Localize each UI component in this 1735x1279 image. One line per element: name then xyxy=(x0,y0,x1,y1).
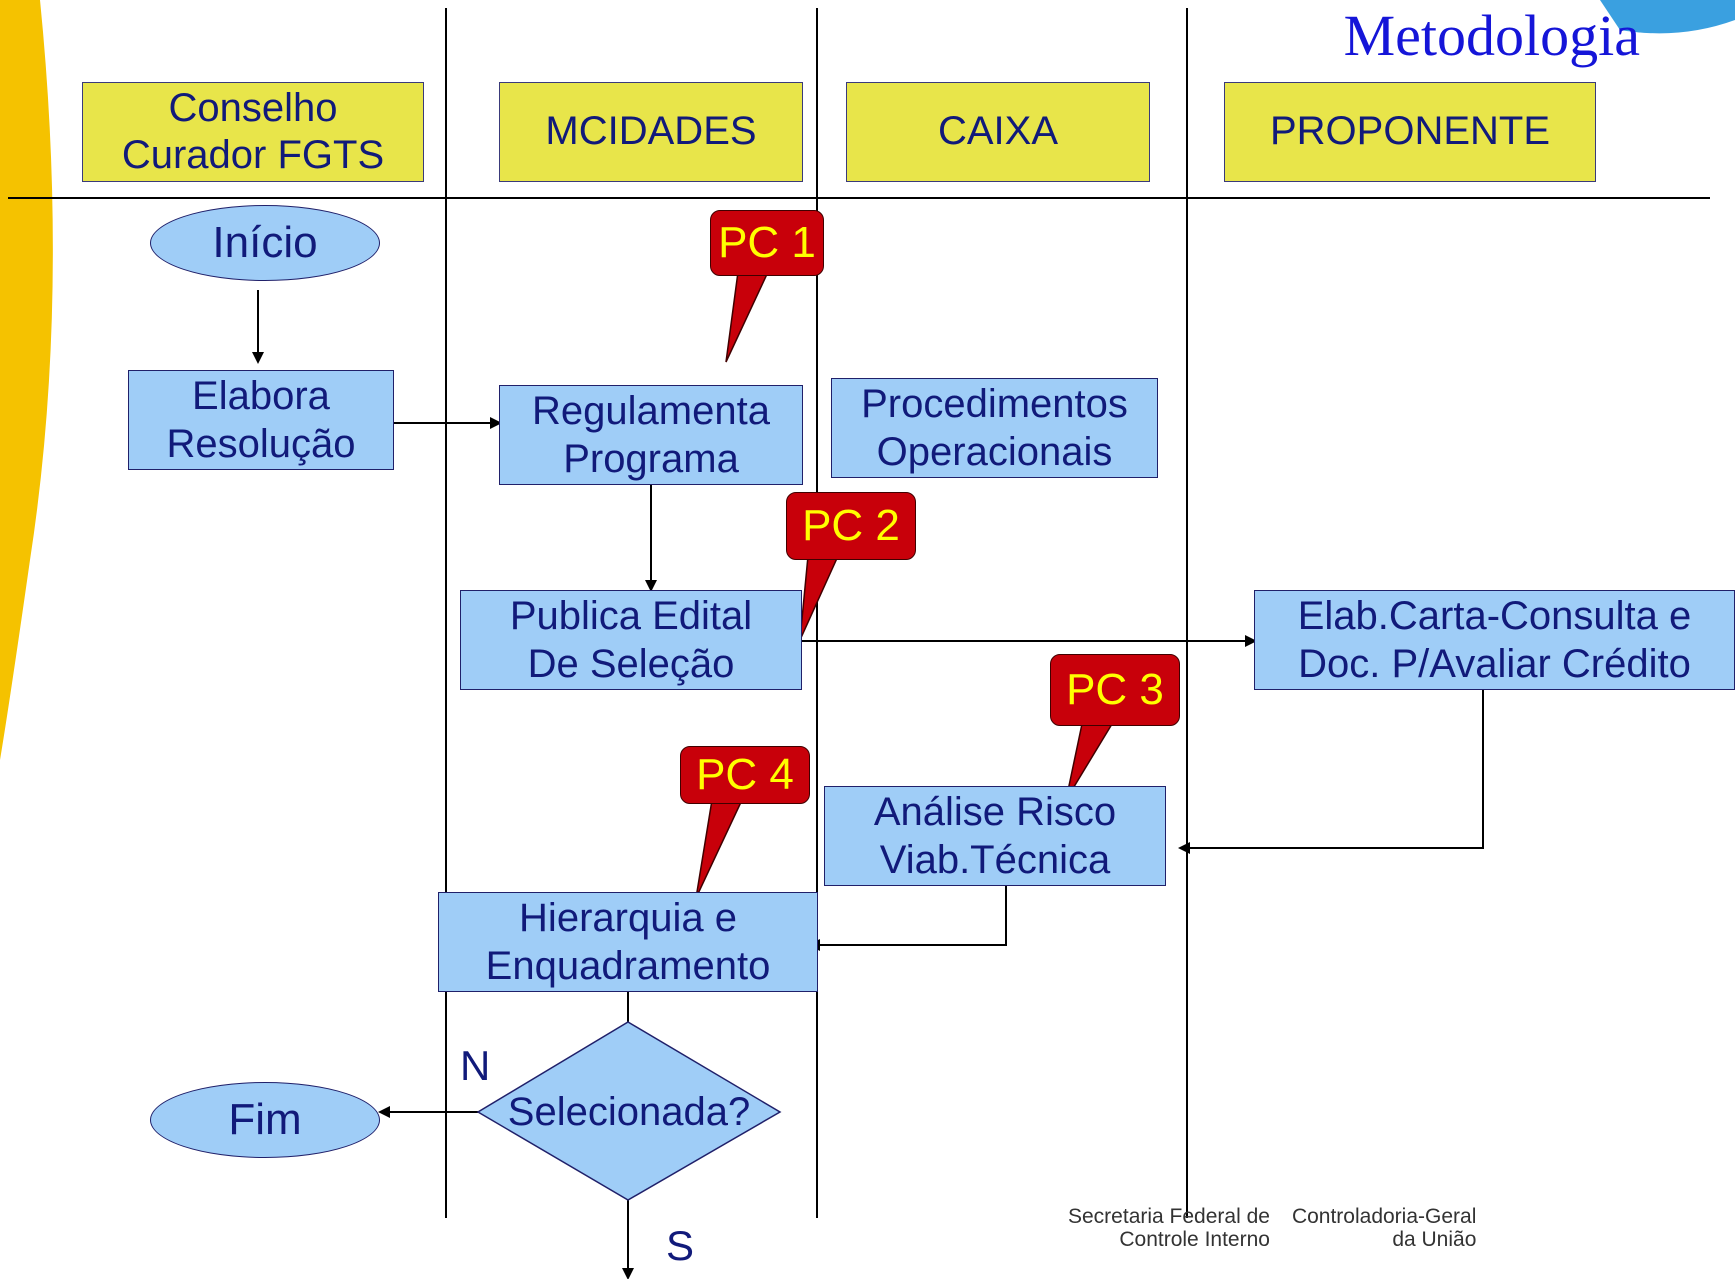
callout-pc3: PC 3 xyxy=(1050,654,1180,726)
left-accent-shape xyxy=(0,0,53,760)
lane-header-mcidades: MCIDADES xyxy=(499,82,803,182)
footer-org1-line1: Secretaria Federal de xyxy=(1068,1205,1270,1228)
footer-org-secretaria: Secretaria Federal de Controle Interno xyxy=(1068,1205,1270,1251)
callout-tail-pc4 xyxy=(695,799,744,899)
decision-label: Selecionada? xyxy=(507,1089,751,1134)
page-title: Metodologia xyxy=(1343,3,1640,68)
arrow-analise-hierarquia xyxy=(808,884,1007,951)
callout-tail-pc1 xyxy=(725,271,770,363)
process-publica-edital: Publica Edital De Seleção xyxy=(460,590,802,690)
process-elab-carta-consulta: Elab.Carta-Consulta e Doc. P/Avaliar Cré… xyxy=(1254,590,1735,690)
footer-logos: Secretaria Federal de Controle Interno C… xyxy=(1068,1205,1476,1251)
callout-pc2: PC 2 xyxy=(786,492,916,560)
callout-pc1: PC 1 xyxy=(710,210,824,276)
arrow-carta-analise xyxy=(1178,688,1484,854)
process-regulamenta-programa: Regulamenta Programa xyxy=(499,385,803,485)
callout-tail-pc2 xyxy=(799,555,840,641)
start-terminal: Início xyxy=(150,205,380,281)
footer-org1-line2: Controle Interno xyxy=(1119,1228,1270,1252)
process-analise-risco: Análise Risco Viab.Técnica xyxy=(824,786,1166,886)
footer-org2-line1: Controladoria-Geral xyxy=(1291,1205,1477,1228)
process-elabora-resolucao: Elabora Resolução xyxy=(128,370,394,470)
branch-label-yes: S xyxy=(666,1222,695,1269)
branch-label-no: N xyxy=(460,1042,491,1089)
process-hierarquia: Hierarquia e Enquadramento xyxy=(438,892,818,992)
top-swoosh-shape xyxy=(1600,0,1735,34)
lane-header-proponente: PROPONENTE xyxy=(1224,82,1596,182)
footer-org-controladoria: Controladoria-Geral da União xyxy=(1292,1205,1476,1251)
process-procedimentos-operacionais: Procedimentos Operacionais xyxy=(831,378,1158,478)
end-terminal: Fim xyxy=(150,1082,380,1158)
lane-header-conselho: Conselho Curador FGTS xyxy=(82,82,424,182)
decision-diamond xyxy=(476,1021,782,1201)
footer-org2-line2: da União xyxy=(1392,1228,1477,1252)
lane-header-caixa: CAIXA xyxy=(846,82,1150,182)
callout-pc4: PC 4 xyxy=(680,746,810,804)
